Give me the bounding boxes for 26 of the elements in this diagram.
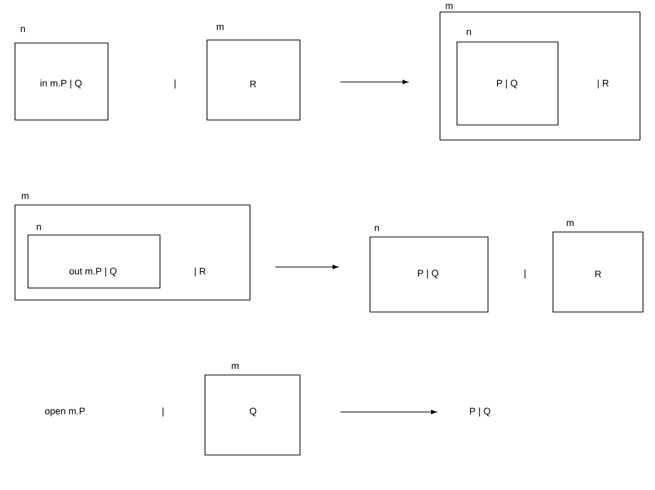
term-text: P | Q bbox=[470, 408, 490, 416]
arrow bbox=[340, 410, 437, 414]
term-text: | R bbox=[598, 80, 609, 88]
term-text: P | Q bbox=[497, 80, 518, 88]
box-heading: m bbox=[566, 220, 574, 226]
arrow bbox=[340, 80, 408, 84]
term-text: | bbox=[162, 408, 164, 416]
arrow bbox=[275, 264, 338, 270]
term-text: open m.P bbox=[45, 408, 85, 416]
box-heading: n bbox=[36, 224, 41, 230]
term-text: | bbox=[174, 80, 176, 88]
term-text: P | Q bbox=[418, 270, 438, 278]
box-heading: m bbox=[22, 194, 28, 199]
term-text: | bbox=[524, 270, 526, 278]
box-heading: n bbox=[374, 226, 379, 231]
term-text: R bbox=[595, 270, 601, 278]
box-heading: n bbox=[20, 26, 25, 32]
term-text: Q bbox=[250, 408, 256, 416]
box-heading: m bbox=[232, 364, 238, 369]
term-text: | R bbox=[194, 268, 206, 276]
term-text: in m.P | Q bbox=[40, 80, 82, 88]
term-text: R bbox=[250, 80, 256, 88]
box-heading: m bbox=[446, 4, 452, 9]
term-text: out m.P | Q bbox=[69, 268, 116, 276]
box-heading: n bbox=[466, 30, 471, 35]
box-heading: m bbox=[216, 24, 224, 30]
